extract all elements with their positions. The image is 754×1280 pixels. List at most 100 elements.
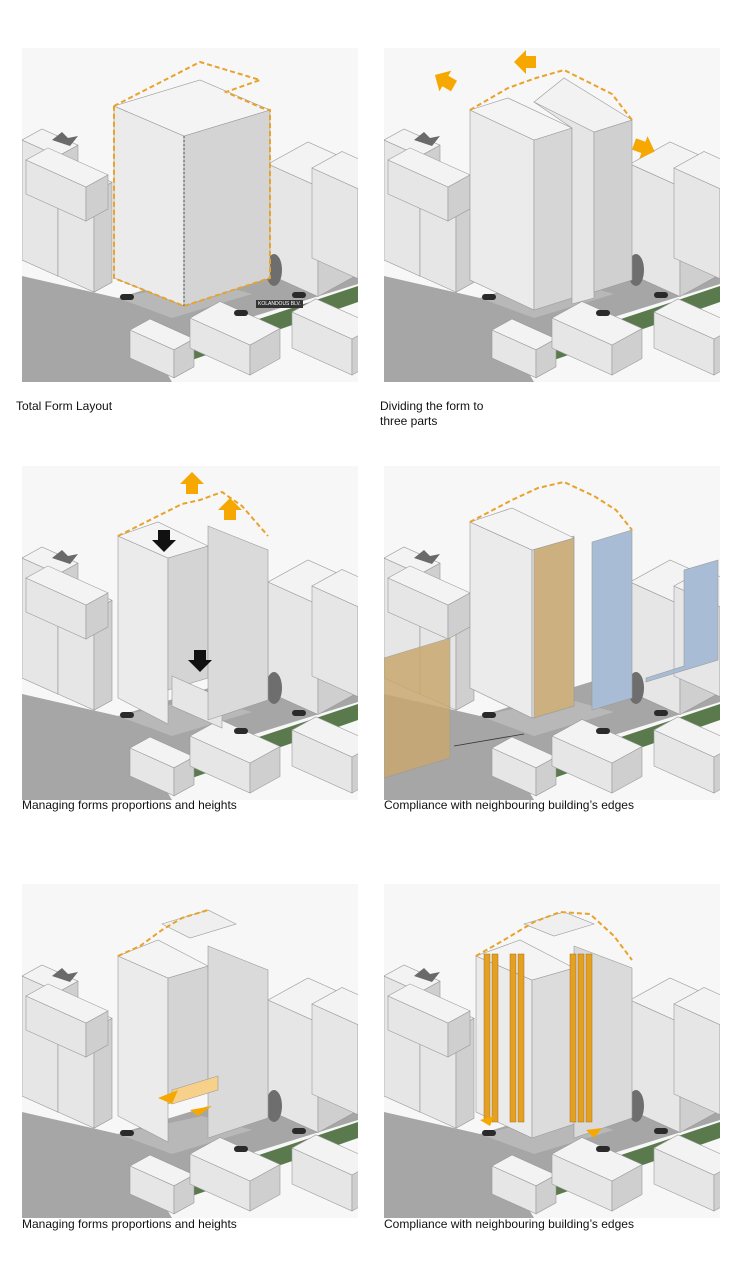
bird-icon — [414, 968, 440, 982]
move-arrow-icon — [586, 1128, 602, 1138]
panel-4-diagram — [384, 466, 720, 800]
up-arrow-icon — [218, 498, 242, 520]
golden-fin-5 — [569, 953, 577, 1123]
part-a-left — [469, 109, 535, 311]
proportions-outline — [117, 909, 209, 957]
caption-panel-6: Compliance with neighbouring building’s … — [384, 1217, 634, 1231]
front-building-3-top — [291, 298, 358, 340]
bird-icon — [414, 132, 440, 146]
bird-icon — [52, 132, 78, 146]
final-outline — [475, 910, 633, 961]
move-arrow-icon — [514, 50, 536, 74]
bg-building-3-top — [387, 983, 471, 1024]
car-icon — [234, 728, 248, 734]
part-a-right — [533, 127, 573, 311]
front-building-2-top — [189, 301, 281, 346]
block-right — [207, 945, 269, 1139]
front-building-2-top — [551, 301, 643, 346]
caption-panel-1: Total Form Layout — [16, 399, 113, 413]
front-building-3-right — [713, 753, 720, 794]
panel-6 — [384, 884, 720, 1218]
total-form-outline — [113, 60, 271, 308]
front-building-3-right — [351, 753, 358, 794]
car-icon — [292, 710, 306, 716]
car-icon — [482, 294, 496, 300]
caption-panel-2: Dividing the form to three parts — [380, 399, 484, 428]
street-label: KOLANDOUS BLV. — [256, 300, 303, 308]
panel-1 — [22, 48, 358, 382]
front-building-3-right — [713, 335, 720, 376]
proportions-outline — [117, 490, 269, 537]
facade-tan-left — [384, 637, 451, 779]
panel-1-diagram — [22, 48, 358, 382]
car-icon — [234, 310, 248, 316]
caption-panel-5: Managing forms proportions and heights — [22, 1217, 237, 1231]
roof-volume — [161, 909, 237, 939]
front-building-2-top — [189, 719, 281, 764]
panel-3 — [22, 466, 358, 800]
front-building-3-right — [351, 335, 358, 376]
front-building-3-top — [291, 1134, 358, 1176]
car-icon — [596, 1146, 610, 1152]
car-icon — [482, 712, 496, 718]
move-arrow-icon — [631, 136, 655, 159]
compliance-outline — [469, 480, 633, 531]
bg-building-5-top — [311, 987, 358, 1026]
bg-building-5-top — [673, 151, 720, 190]
bg-building-5-left — [311, 585, 358, 698]
block-left — [117, 955, 169, 1143]
car-icon — [120, 294, 134, 300]
up-arrow-icon — [180, 472, 204, 494]
move-arrow-icon — [434, 70, 457, 92]
front-building-2-top — [189, 1137, 281, 1182]
tower-left-face — [113, 105, 185, 307]
side-road — [480, 698, 614, 736]
car-icon — [596, 310, 610, 316]
front-building-3-right — [351, 1171, 358, 1212]
car-icon — [482, 1130, 496, 1136]
facade-tan-main — [533, 535, 575, 719]
front-building-3-top — [653, 1134, 720, 1176]
panel-2 — [384, 48, 720, 382]
panel-5-diagram — [22, 884, 358, 1218]
golden-fin-2 — [491, 953, 499, 1123]
move-arrow-icon — [158, 1090, 178, 1104]
car-icon — [654, 1128, 668, 1134]
bg-building-3-top — [25, 565, 109, 606]
caption-panel-3: Managing forms proportions and heights — [22, 798, 237, 812]
tree-icon — [266, 1090, 282, 1122]
bg-building-5-left — [673, 167, 720, 280]
tower-right-face — [183, 109, 271, 307]
divided-outline — [469, 68, 633, 121]
bg-building-5-left — [311, 167, 358, 280]
car-icon — [120, 712, 134, 718]
bg-building-3-top — [25, 147, 109, 188]
car-icon — [234, 1146, 248, 1152]
block-left — [117, 535, 169, 725]
bg-building-3-top — [25, 983, 109, 1024]
front-building-3-top — [291, 716, 358, 758]
golden-fin-7 — [585, 953, 593, 1123]
bird-icon — [414, 550, 440, 564]
panel-4 — [384, 466, 720, 800]
car-icon — [654, 710, 668, 716]
caption-panel-4: Compliance with neighbouring building’s … — [384, 798, 634, 812]
alignment-line — [453, 733, 525, 747]
panel-3-diagram — [22, 466, 358, 800]
bird-icon — [52, 550, 78, 564]
front-building-3-top — [653, 716, 720, 758]
block-right — [207, 525, 269, 721]
panel-2-diagram — [384, 48, 720, 382]
bg-building-5-left — [311, 1003, 358, 1116]
front-building-3-right — [713, 1171, 720, 1212]
move-arrow-icon — [480, 1116, 494, 1126]
car-icon — [292, 1128, 306, 1134]
front-building-2-top — [551, 1137, 643, 1182]
car-icon — [596, 728, 610, 734]
move-arrow-icon — [190, 1106, 212, 1116]
panel-5 — [22, 884, 358, 1218]
block-top — [117, 939, 209, 979]
front-building-2-top — [551, 719, 643, 764]
golden-fin-6 — [577, 953, 585, 1123]
golden-fin-3 — [509, 953, 517, 1123]
